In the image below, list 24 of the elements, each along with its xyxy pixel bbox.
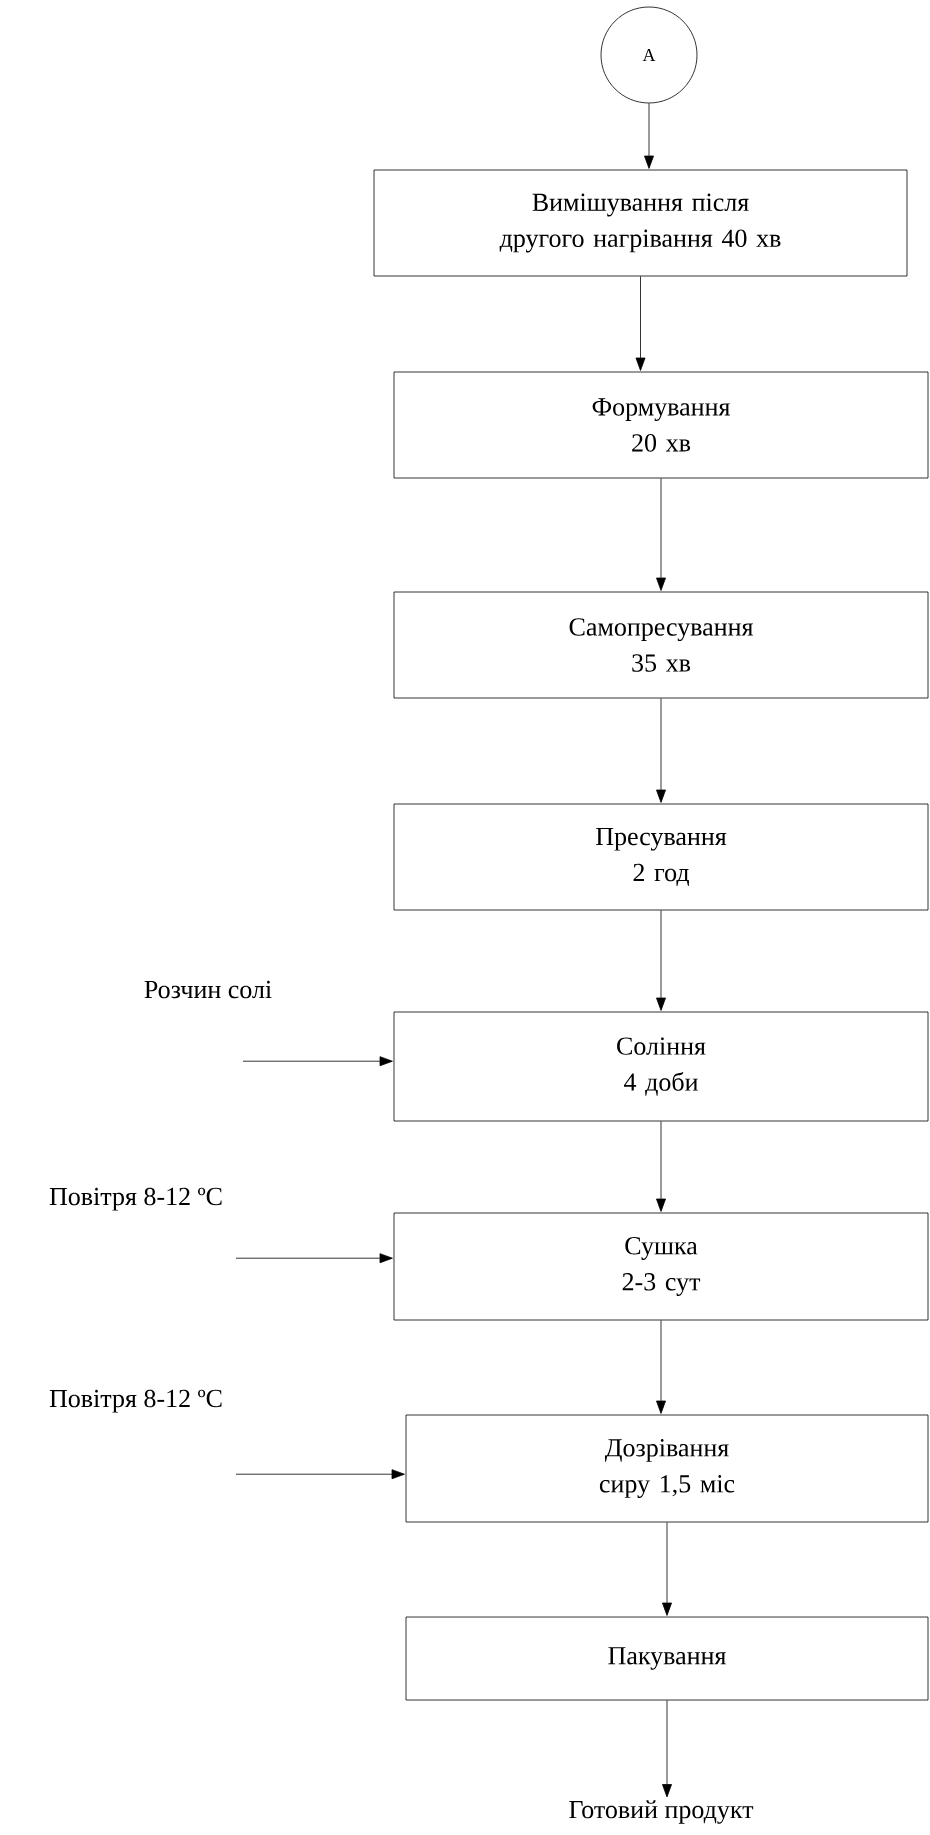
output-label: Готовий продукт [569, 1800, 754, 1824]
arrow [635, 276, 646, 371]
arrow [656, 698, 666, 803]
process-box: Соління 4 доби [393, 1011, 929, 1122]
arrow [656, 478, 666, 591]
input-arrow [242, 1056, 393, 1067]
process-box: Дозрівання сиру 1,5 міс [405, 1414, 929, 1523]
input-arrow [235, 1253, 393, 1264]
process-box: Самопресування 35 хв [393, 591, 929, 699]
input-label: Повітря 8-12 ºC [49, 1389, 222, 1413]
input-label: Повітря 8-12 ºC [49, 1187, 222, 1211]
input-arrow [235, 1469, 405, 1480]
arrow [662, 1522, 672, 1616]
process-box: Пресування 2 год [393, 803, 929, 911]
process-box: Пакування [405, 1616, 929, 1701]
arrow [656, 1121, 666, 1212]
arrow [656, 1320, 666, 1414]
input-label: Розчин солі [144, 980, 272, 999]
arrow [662, 1700, 672, 1798]
process-box: Сушка 2-3 сут [393, 1212, 929, 1321]
arrow [656, 910, 666, 1011]
arrow [644, 103, 654, 169]
process-box: Вимішування після другого нагрівання 40 хв [373, 169, 908, 277]
process-box: Формування 20 хв [393, 371, 929, 479]
